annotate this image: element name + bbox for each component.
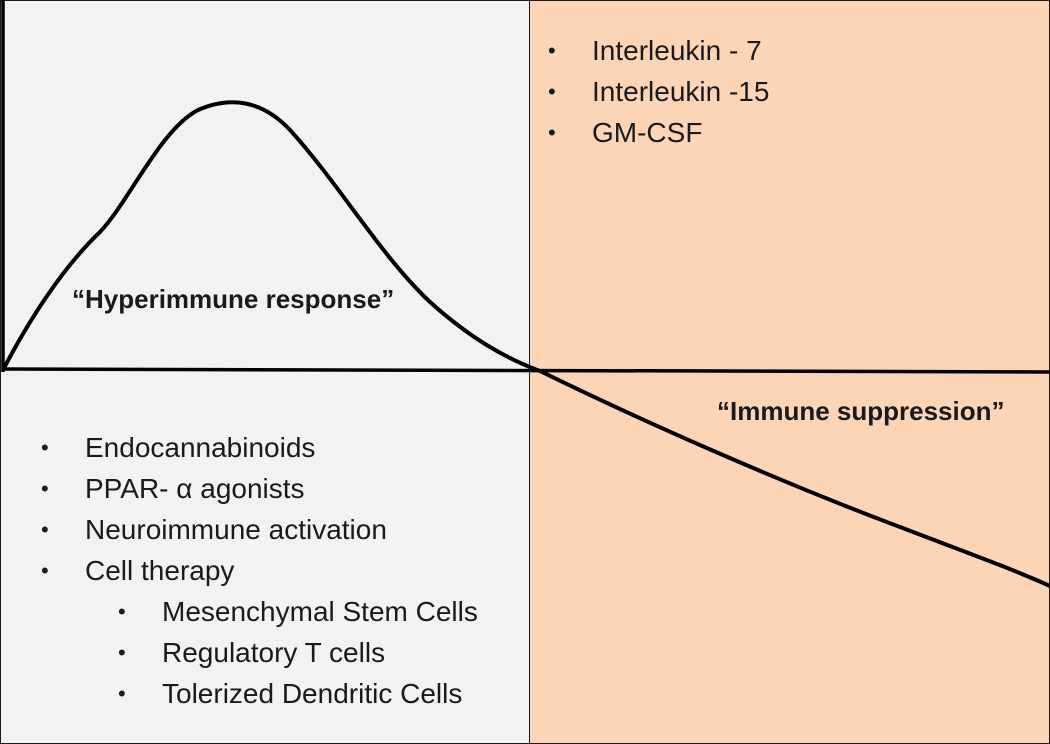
list-item: • Neuroimmune activation [41, 509, 478, 550]
bullet-icon: • [118, 681, 126, 706]
list-item: • Interleukin -15 [548, 71, 770, 112]
bullet-icon: • [41, 435, 49, 460]
list-item: • Cell therapy [41, 550, 478, 591]
bullet-icon: • [41, 517, 49, 542]
immune-response-curve [1, 100, 1050, 588]
immune-suppression-label: “Immune suppression” [717, 396, 1005, 426]
bullet-icon: • [118, 599, 126, 624]
list-item: • Interleukin - 7 [548, 30, 769, 71]
hyperimmune-therapy-list: • Endocannabinoids • PPAR- α agonists • Neu… [41, 427, 478, 714]
bullet-icon: • [548, 79, 556, 104]
bullet-icon: • [41, 476, 49, 501]
list-item-text: Endocannabinoids [85, 432, 316, 463]
list-item-text: GM-CSF [592, 117, 703, 148]
list-item-text: Interleukin - 7 [592, 35, 762, 66]
bullet-icon: • [41, 558, 49, 583]
bullet-icon: • [118, 640, 126, 665]
list-item: • PPAR- α agonists [41, 468, 478, 509]
sub-list-item: • Regulatory T cells [118, 632, 478, 673]
list-item: • GM-CSF [548, 112, 769, 153]
list-item-text: Neuroimmune activation [85, 514, 387, 545]
list-item-text: Mesenchymal Stem Cells [162, 596, 478, 627]
sub-list-item: • Mesenchymal Stem Cells [118, 591, 478, 632]
list-item-text: Interleukin -15 [592, 76, 770, 107]
list-item-text: Cell therapy [85, 555, 235, 586]
list-item-text: PPAR- α agonists [85, 473, 305, 504]
baseline-axis [1, 367, 1050, 374]
list-item: • Endocannabinoids [41, 427, 478, 468]
list-item-text: Regulatory T cells [162, 637, 386, 668]
bullet-icon: • [548, 120, 556, 145]
hyperimmune-response-label: “Hyperimmune response” [72, 284, 395, 314]
bullet-icon: • [548, 38, 556, 63]
sub-list-item: • Tolerized Dendritic Cells [118, 673, 478, 714]
list-item-text: Tolerized Dendritic Cells [162, 678, 463, 709]
immunostimulant-list: • Interleukin - 7 • Interleukin -15 • GM-CS… [548, 30, 770, 153]
